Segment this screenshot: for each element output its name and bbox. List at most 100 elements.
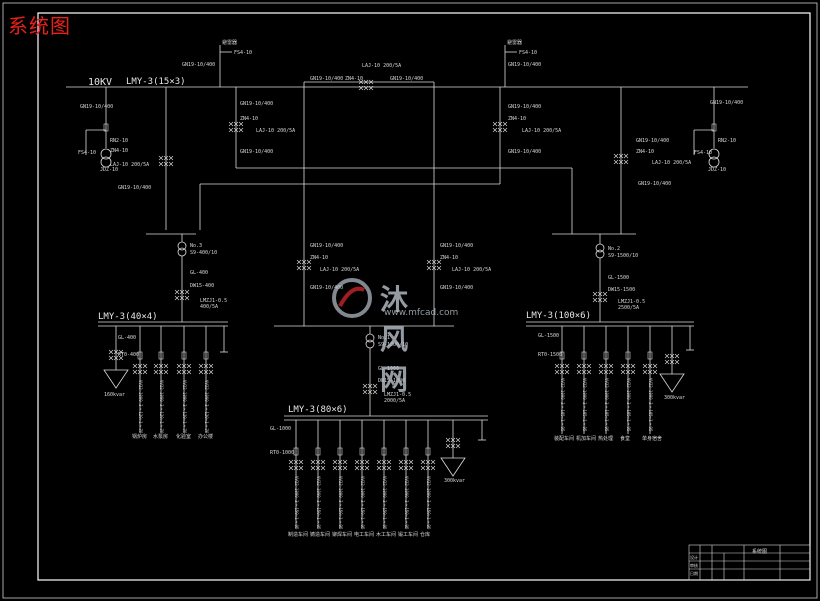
- ct-symbol: [625, 363, 631, 369]
- feeder-1-sw2: GN19-10/400: [118, 185, 152, 191]
- tx3-ct: LMZJ1-0.5 400/5A: [200, 298, 228, 310]
- ct-symbol: [179, 289, 185, 295]
- ct-symbol: [132, 369, 138, 375]
- ct-symbol: [647, 369, 653, 375]
- cable-label: VV22-1000-3×120+1×70: [182, 380, 187, 434]
- feeder-6-ct: LAJ-10 200/5A: [452, 267, 492, 273]
- ct-symbol: [174, 295, 180, 301]
- pt-left-fuse: RN2-10: [110, 138, 129, 144]
- feeder-6-breaker: ZN4-10: [440, 255, 459, 261]
- ct-symbol: [598, 369, 604, 375]
- tx1-breaker: DW15-1000: [378, 378, 406, 384]
- ct-symbol: [108, 355, 114, 361]
- ct-symbol: [163, 369, 169, 375]
- ct-symbol: [564, 369, 570, 375]
- ct-symbol: [623, 159, 629, 165]
- load-name: 机加车间: [576, 436, 597, 442]
- feeder-5-ct: LAJ-10 200/5A: [320, 267, 360, 273]
- load-name: 热处理: [598, 436, 614, 442]
- title-block-row1: 设计: [690, 555, 698, 560]
- ct-symbol: [288, 459, 294, 465]
- ct-symbol: [398, 465, 404, 471]
- ct-symbol: [564, 363, 570, 369]
- ct-symbol: [359, 465, 365, 471]
- ct-symbol: [436, 265, 442, 271]
- incomer-right-fuse: FS4-10: [519, 50, 538, 56]
- ct-symbol: [315, 459, 321, 465]
- drawing-frame: [37, 12, 811, 581]
- fuse-symbol: [711, 123, 717, 132]
- ct-symbol: [203, 363, 209, 369]
- ct-symbol: [163, 161, 169, 167]
- ct-symbol: [386, 459, 392, 465]
- ct-symbol: [431, 259, 437, 265]
- ct-symbol: [445, 437, 451, 443]
- feeder-4-sw1: GN19-10/400: [636, 138, 670, 144]
- pt-right-switch: GN19-10/400: [710, 100, 744, 106]
- ct-symbol: [425, 465, 431, 471]
- cable-label: VV22-1000-3×150+1×95: [360, 476, 365, 530]
- ct-symbol: [492, 121, 498, 127]
- cable-label: VV22-1000-3×185+1×95: [626, 378, 631, 432]
- feeder-4-ct: LAJ-10 200/5A: [652, 160, 692, 166]
- fuse-symbol: [403, 447, 409, 456]
- watermark-text: 沐风网: [380, 283, 409, 396]
- ct-symbol: [153, 363, 159, 369]
- incomer-right-switch: GN19-10/400: [508, 62, 542, 68]
- ct-symbol: [497, 121, 503, 127]
- ct-symbol: [450, 443, 456, 449]
- feeder-5-sw1: GN19-10/400: [310, 243, 344, 249]
- ct-symbol: [502, 121, 508, 127]
- load-name: 仓库: [420, 532, 431, 538]
- ct-symbol: [179, 295, 185, 301]
- ct-symbol: [425, 459, 431, 465]
- ct-symbol: [203, 369, 209, 375]
- ct-symbol: [559, 363, 565, 369]
- ct-symbol: [296, 265, 302, 271]
- cable-label: VV22-1000-3×150+1×95: [338, 476, 343, 530]
- fuse-symbol: [158, 351, 164, 360]
- ct-symbol: [430, 465, 436, 471]
- tx3-model: S9-400/10: [190, 250, 218, 256]
- feeder-3-sw2: GN19-10/400: [508, 149, 542, 155]
- cable-label: VV22-1000-3×120+1×70: [159, 380, 164, 434]
- ct-symbol: [362, 383, 368, 389]
- load-name: 水泵房: [153, 434, 169, 440]
- ct-symbol: [597, 297, 603, 303]
- title-block: [688, 544, 811, 581]
- ct-symbol: [602, 297, 608, 303]
- ct-symbol: [163, 363, 169, 369]
- tx1-fuse: RT0-1000: [270, 450, 295, 456]
- ct-symbol: [376, 459, 382, 465]
- feeder-4-sw2: GN19-10/400: [638, 181, 672, 187]
- ct-symbol: [296, 259, 302, 265]
- ct-symbol: [342, 465, 348, 471]
- ct-symbol: [186, 369, 192, 375]
- ct-symbol: [436, 259, 442, 265]
- ct-symbol: [625, 369, 631, 375]
- ct-symbol: [118, 349, 124, 355]
- ct-symbol: [163, 155, 169, 161]
- ct-symbol: [408, 465, 414, 471]
- pt-left-switch: GN19-10/400: [80, 104, 114, 110]
- feeder-6-sw2: GN19-10/400: [440, 285, 474, 291]
- ct-symbol: [664, 353, 670, 359]
- ct-symbol: [358, 85, 364, 91]
- ct-symbol: [652, 369, 658, 375]
- ct-symbol: [368, 79, 374, 85]
- ct-symbol: [354, 465, 360, 471]
- ct-symbol: [176, 363, 182, 369]
- ct-symbol: [168, 161, 174, 167]
- ct-symbol: [592, 297, 598, 303]
- ct-symbol: [408, 459, 414, 465]
- ct-symbol: [372, 383, 378, 389]
- ct-symbol: [108, 349, 114, 355]
- ct-symbol: [581, 363, 587, 369]
- bus-busbar-label: LMY-3(15×3): [126, 77, 186, 87]
- load-name: 铸造车间: [310, 532, 331, 538]
- feeder-4-breaker: ZN4-10: [636, 149, 655, 155]
- fuse-symbol: [625, 351, 631, 360]
- ct-symbol: [176, 369, 182, 375]
